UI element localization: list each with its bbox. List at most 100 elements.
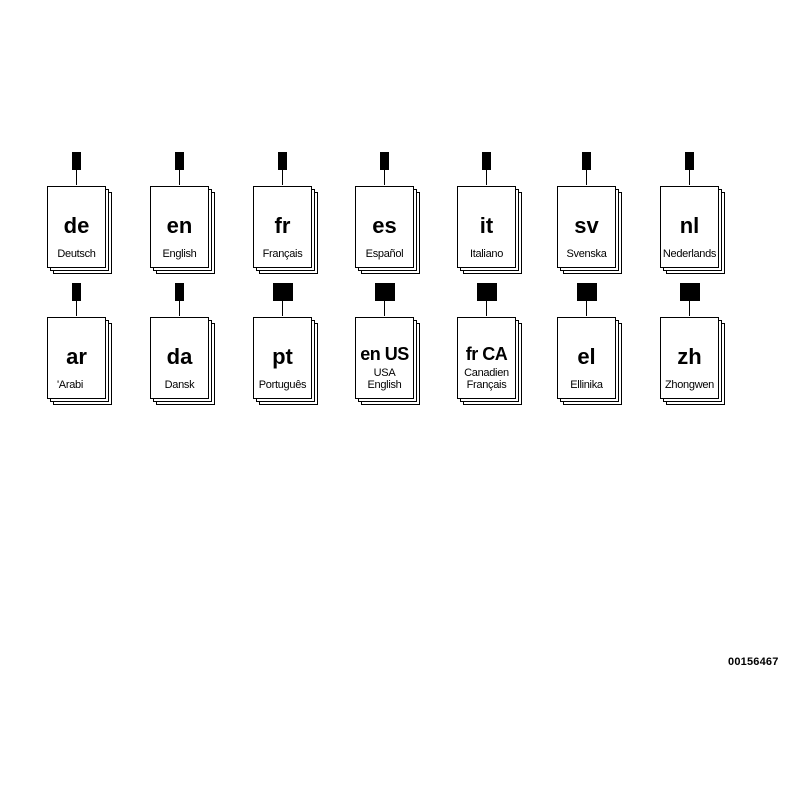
book-cover	[253, 317, 312, 399]
language-name-line: English	[367, 379, 402, 391]
bookmark-tab-icon	[685, 152, 694, 170]
bookmark-string	[76, 301, 77, 316]
language-name-line: English	[162, 248, 197, 260]
book-cover	[457, 317, 516, 399]
bookmark-tab-icon	[680, 283, 700, 301]
language-name-line: Italiano	[469, 248, 504, 260]
bookmark-tab-icon	[375, 283, 395, 301]
figure-reference-number: 00156467	[728, 656, 779, 668]
language-code: en	[166, 213, 193, 238]
bookmark-string	[486, 301, 487, 316]
book-cover	[253, 186, 312, 268]
bookmark-tab-icon	[380, 152, 389, 170]
bookmark-tab-icon	[175, 152, 184, 170]
language-name-line: 'Arabi	[57, 379, 83, 391]
language-book-ar: ar 'Arabi	[47, 283, 123, 405]
language-name: Nederlands	[660, 248, 719, 260]
language-name: Svenska	[557, 248, 616, 260]
language-code: fr CA	[465, 344, 508, 364]
bookmark-tab-icon	[582, 152, 591, 170]
language-name: Português	[253, 379, 312, 391]
language-code: es	[372, 213, 397, 238]
language-name-line: Français	[466, 379, 507, 391]
language-name: Français	[253, 248, 312, 260]
language-name-line: Canadien	[464, 367, 509, 379]
bookmark-tab-icon	[72, 152, 81, 170]
language-name: 'Arabi	[47, 379, 106, 391]
bookmark-string	[384, 170, 385, 185]
language-code: fr	[274, 213, 291, 238]
language-code: zh	[677, 344, 702, 369]
book-cover	[557, 186, 616, 268]
book-cover	[557, 317, 616, 399]
language-name-line: Ellinika	[570, 379, 603, 391]
bookmark-tab-icon	[577, 283, 597, 301]
language-code: en US	[360, 344, 409, 364]
bookmark-string	[179, 301, 180, 316]
bookmark-string	[689, 170, 690, 185]
book-cover	[47, 317, 106, 399]
book-cover	[660, 317, 719, 399]
language-name-line: Zhongwen	[665, 379, 714, 391]
language-code: pt	[272, 344, 293, 369]
book-cover	[150, 317, 209, 399]
language-name-line: USA	[373, 367, 396, 379]
language-code: nl	[679, 213, 700, 238]
language-name-line: Dansk	[164, 379, 195, 391]
language-name: Español	[355, 248, 414, 260]
language-name-line: Português	[258, 379, 307, 391]
language-name: Dansk	[150, 379, 209, 391]
bookmark-tab-icon	[273, 283, 293, 301]
language-name: Italiano	[457, 248, 516, 260]
bookmark-string	[586, 301, 587, 316]
language-name: English	[150, 248, 209, 260]
bookmark-tab-icon	[482, 152, 491, 170]
book-cover	[355, 317, 414, 399]
language-name-line: Español	[365, 248, 404, 260]
bookmark-string	[179, 170, 180, 185]
language-name: Deutsch	[47, 248, 106, 260]
book-cover	[457, 186, 516, 268]
bookmark-string	[282, 301, 283, 316]
language-name: Zhongwen	[660, 379, 719, 391]
language-name-line: Deutsch	[57, 248, 96, 260]
bookmark-string	[586, 170, 587, 185]
book-cover	[660, 186, 719, 268]
language-code: it	[479, 213, 494, 238]
language-code: de	[63, 213, 90, 238]
bookmark-string	[689, 301, 690, 316]
bookmark-string	[76, 170, 77, 185]
bookmark-tab-icon	[72, 283, 81, 301]
book-cover	[355, 186, 414, 268]
language-code: sv	[574, 213, 599, 238]
language-code: da	[166, 344, 193, 369]
book-cover	[47, 186, 106, 268]
bookmark-string	[486, 170, 487, 185]
bookmark-tab-icon	[278, 152, 287, 170]
book-cover	[150, 186, 209, 268]
language-name-line: Svenska	[566, 248, 607, 260]
language-name-line: Français	[262, 248, 303, 260]
language-code: el	[577, 344, 596, 369]
bookmark-string	[282, 170, 283, 185]
bookmark-string	[384, 301, 385, 316]
language-name-line: Nederlands	[662, 248, 717, 260]
language-code: ar	[66, 344, 87, 369]
bookmark-tab-icon	[175, 283, 184, 301]
language-name: Ellinika	[557, 379, 616, 391]
